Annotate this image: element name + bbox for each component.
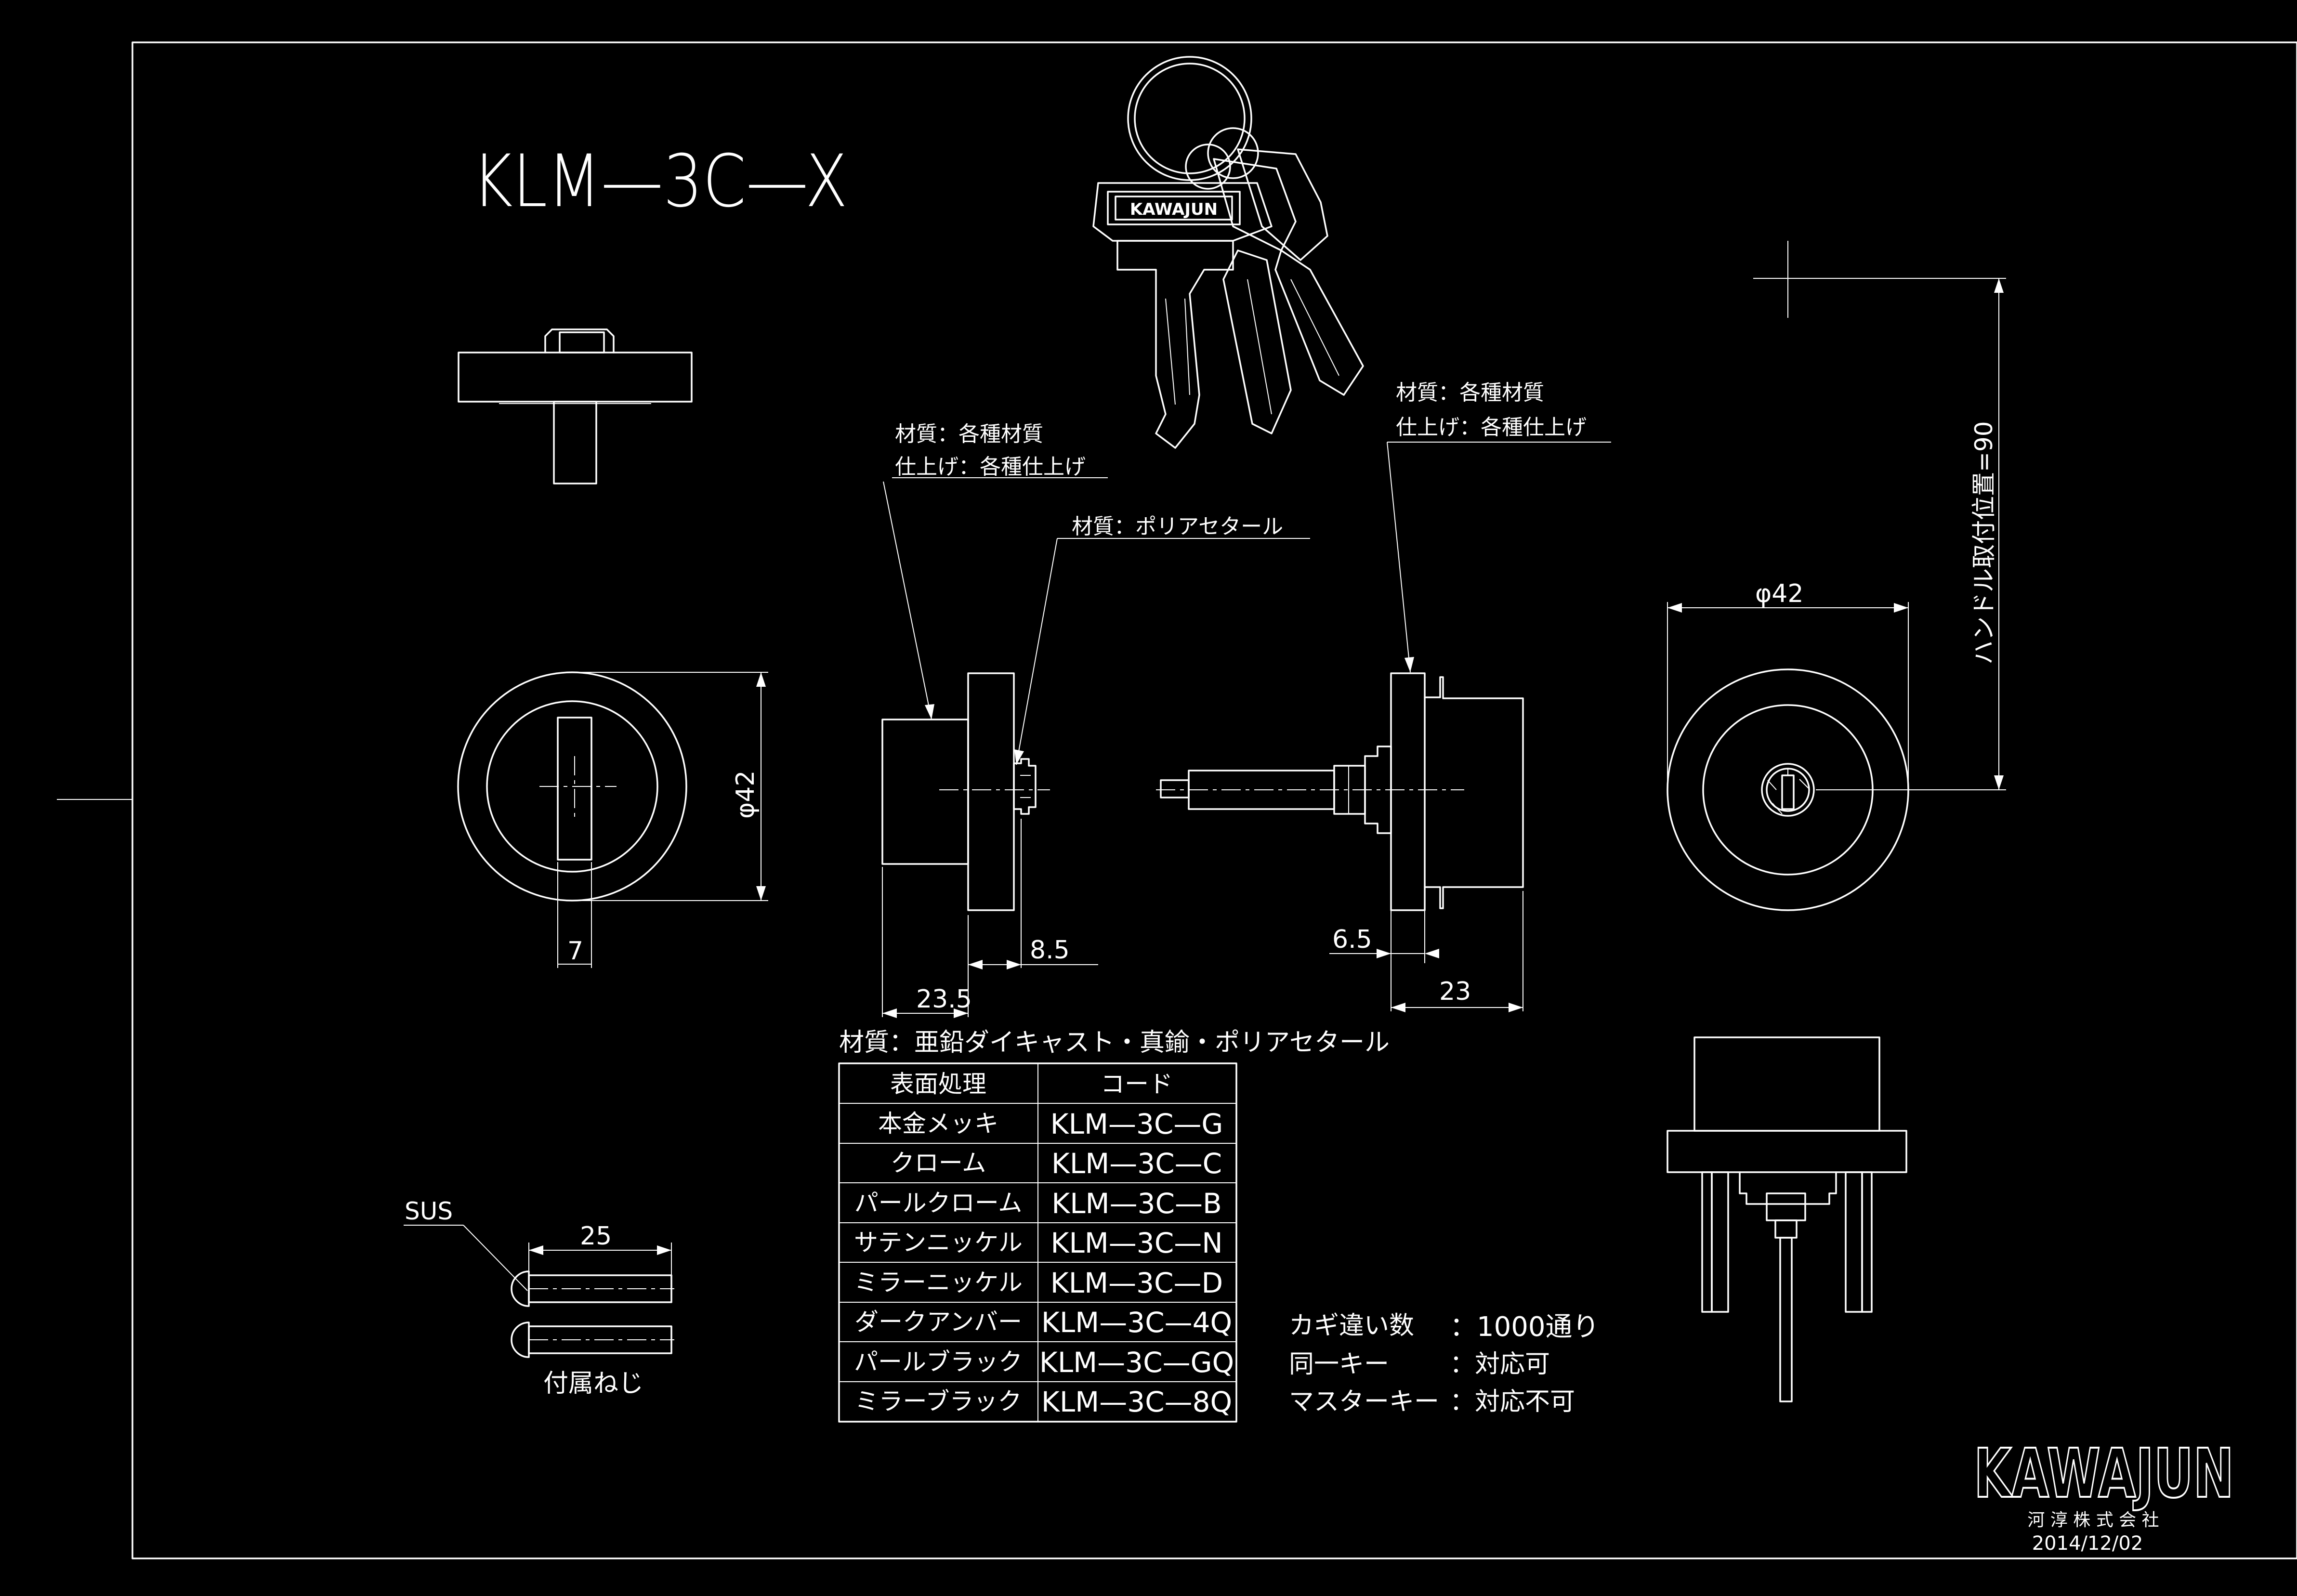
- table-cell-code: KLM—3C—N: [1050, 1227, 1222, 1259]
- table-header-finish: 表面処理: [890, 1070, 986, 1098]
- spec-label: カギ違い数: [1289, 1311, 1414, 1340]
- key-specs: カギ違い数 ：1000通り 同一キー ：対応可 マスターキー ：対応不可: [1289, 1311, 1600, 1416]
- callout-right-finish: 仕上げ：各種仕上げ: [1396, 415, 1587, 440]
- company-logo: KAWAJUN 河 淳 株 式 会 社 2014/12/02: [1973, 1434, 2235, 1555]
- screw-caption: 付属ねじ: [543, 1369, 643, 1398]
- leader-lines-left: [883, 477, 1310, 765]
- company-name: 河 淳 株 式 会 社: [2027, 1510, 2159, 1530]
- spec-label: マスターキー: [1289, 1387, 1439, 1416]
- leader-lines-right: [1387, 442, 1611, 673]
- dimension-label-6-5: 6.5: [1332, 925, 1372, 954]
- screw-length-label: 25: [580, 1222, 612, 1251]
- table-cell-finish: パールブラック: [854, 1348, 1023, 1376]
- callout-right-material: 材質：各種材質: [1396, 380, 1544, 405]
- callout-polyacetal: 材質：ポリアセタール: [1072, 514, 1283, 539]
- table-cell-finish: ミラーブラック: [855, 1387, 1022, 1415]
- thumbturn-side-view: [881, 672, 1050, 911]
- handle-position-dimension: ハンドル取付位置=90: [1753, 241, 2006, 790]
- table-header-code: コード: [1101, 1070, 1173, 1098]
- handle-position-label: ハンドル取付位置=90: [1970, 421, 1998, 665]
- table-cell-finish: サテンニッケル: [854, 1229, 1023, 1256]
- drawing-title: KLM—3C—X: [472, 140, 848, 223]
- diameter-dimension-right: φ42: [1667, 579, 1909, 790]
- key-brand-label: KAWAJUN: [1130, 200, 1218, 219]
- table-cell-code: KLM—3C—C: [1051, 1147, 1222, 1180]
- table-cell-code: KLM—3C—4Q: [1041, 1306, 1232, 1339]
- spec-value: ：対応可: [1450, 1350, 1550, 1379]
- material-note: 材質：亜鉛ダイキャスト・真鍮・ポリアセタール: [839, 1028, 1390, 1057]
- thumbturn-top-view: [458, 328, 693, 484]
- callout-left-finish: 仕上げ：各種仕上げ: [895, 455, 1086, 479]
- table-cell-code: KLM—3C—B: [1051, 1187, 1222, 1220]
- side-view-dimensions-2: 6.5 23: [1329, 828, 1523, 1012]
- dimension-label-23-5: 23.5: [916, 985, 972, 1014]
- cylinder-bottom-view: [1667, 1036, 1907, 1402]
- keys-illustration: KAWAJUN: [1092, 56, 1364, 449]
- table-cell-finish: 本金メッキ: [878, 1110, 998, 1138]
- width-label-7: 7: [567, 937, 583, 966]
- dimension-label-23: 23: [1439, 977, 1471, 1006]
- spec-label: 同一キー: [1289, 1350, 1389, 1379]
- table-cell-code: KLM—3C—8Q: [1041, 1386, 1232, 1418]
- dimension-label-8-5: 8.5: [1030, 936, 1070, 965]
- thumbturn-front-view: [457, 671, 687, 902]
- callout-left-material: 材質：各種材質: [895, 422, 1043, 446]
- screw-material-label: SUS: [405, 1197, 453, 1225]
- width-dimension-7: 7: [557, 862, 592, 968]
- table-cell-finish: クローム: [891, 1149, 986, 1177]
- drawing-date: 2014/12/02: [2032, 1532, 2143, 1555]
- diameter-label-left: φ42: [731, 771, 760, 819]
- screws-illustration: [404, 1225, 674, 1358]
- drawing-frame: [131, 41, 2297, 1559]
- spec-value: ：1000通り: [1450, 1311, 1600, 1343]
- table-cell-finish: パールクローム: [854, 1189, 1023, 1217]
- diameter-label-right: φ42: [1755, 579, 1803, 608]
- diameter-dimension-left: φ42: [572, 672, 768, 901]
- spec-value: ：対応不可: [1450, 1387, 1575, 1416]
- table-cell-code: KLM—3C—D: [1050, 1267, 1223, 1299]
- cylinder-side-view: [1156, 672, 1524, 911]
- table-cell-finish: ミラーニッケル: [854, 1269, 1023, 1296]
- table-cell-code: KLM—3C—G: [1050, 1108, 1223, 1140]
- table-cell-code: KLM—3C—GQ: [1039, 1346, 1234, 1379]
- finish-table: 表面処理 コード 本金メッキ KLM—3C—G クローム KLM—3C—C パー…: [838, 1062, 1237, 1423]
- table-cell-finish: ダークアンバー: [854, 1308, 1022, 1336]
- side-view-dimensions-1: 8.5 23.5: [882, 819, 1098, 1018]
- company-logo-text: KAWAJUN: [1974, 1435, 2234, 1513]
